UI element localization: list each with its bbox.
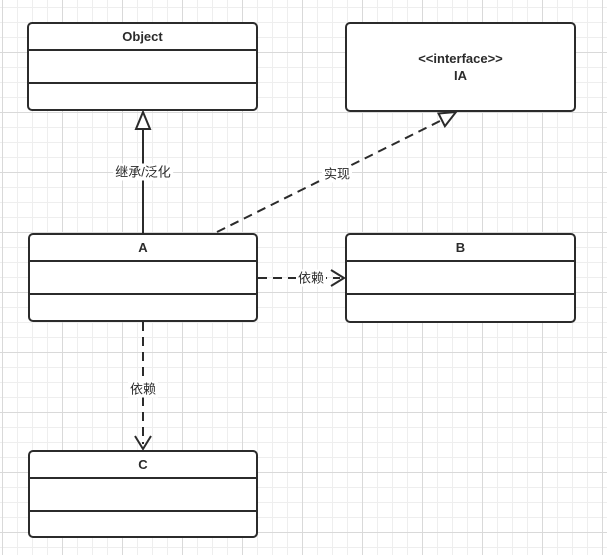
class-title: C bbox=[138, 457, 148, 472]
methods-compartment bbox=[29, 82, 256, 109]
edge-dependency-a-b[interactable] bbox=[258, 269, 346, 287]
attributes-compartment bbox=[347, 260, 574, 293]
interface-title: IA bbox=[454, 68, 467, 83]
methods-compartment bbox=[347, 293, 574, 321]
edge-label-generalization[interactable]: 继承/泛化 bbox=[113, 163, 173, 181]
class-box-c[interactable]: C bbox=[28, 450, 258, 538]
attributes-compartment bbox=[29, 49, 256, 82]
attributes-compartment bbox=[30, 477, 256, 510]
class-title: A bbox=[138, 240, 148, 255]
methods-compartment bbox=[30, 510, 256, 536]
methods-compartment bbox=[30, 293, 256, 320]
interface-stereotype: <<interface>> bbox=[418, 51, 503, 66]
class-box-object[interactable]: Object bbox=[27, 22, 258, 111]
interface-box-ia[interactable]: <<interface>> IA bbox=[345, 22, 576, 112]
edge-label-realization[interactable]: 实现 bbox=[321, 165, 353, 183]
edge-label-dependency-c[interactable]: 依赖 bbox=[127, 380, 159, 398]
class-box-b[interactable]: B bbox=[345, 233, 576, 323]
class-title: Object bbox=[122, 29, 163, 44]
edge-generalization-a-object[interactable] bbox=[134, 109, 152, 233]
attributes-compartment bbox=[30, 260, 256, 293]
class-title: B bbox=[455, 240, 466, 255]
edge-label-dependency-b[interactable]: 依赖 bbox=[295, 269, 327, 287]
class-box-a[interactable]: A bbox=[28, 233, 258, 322]
